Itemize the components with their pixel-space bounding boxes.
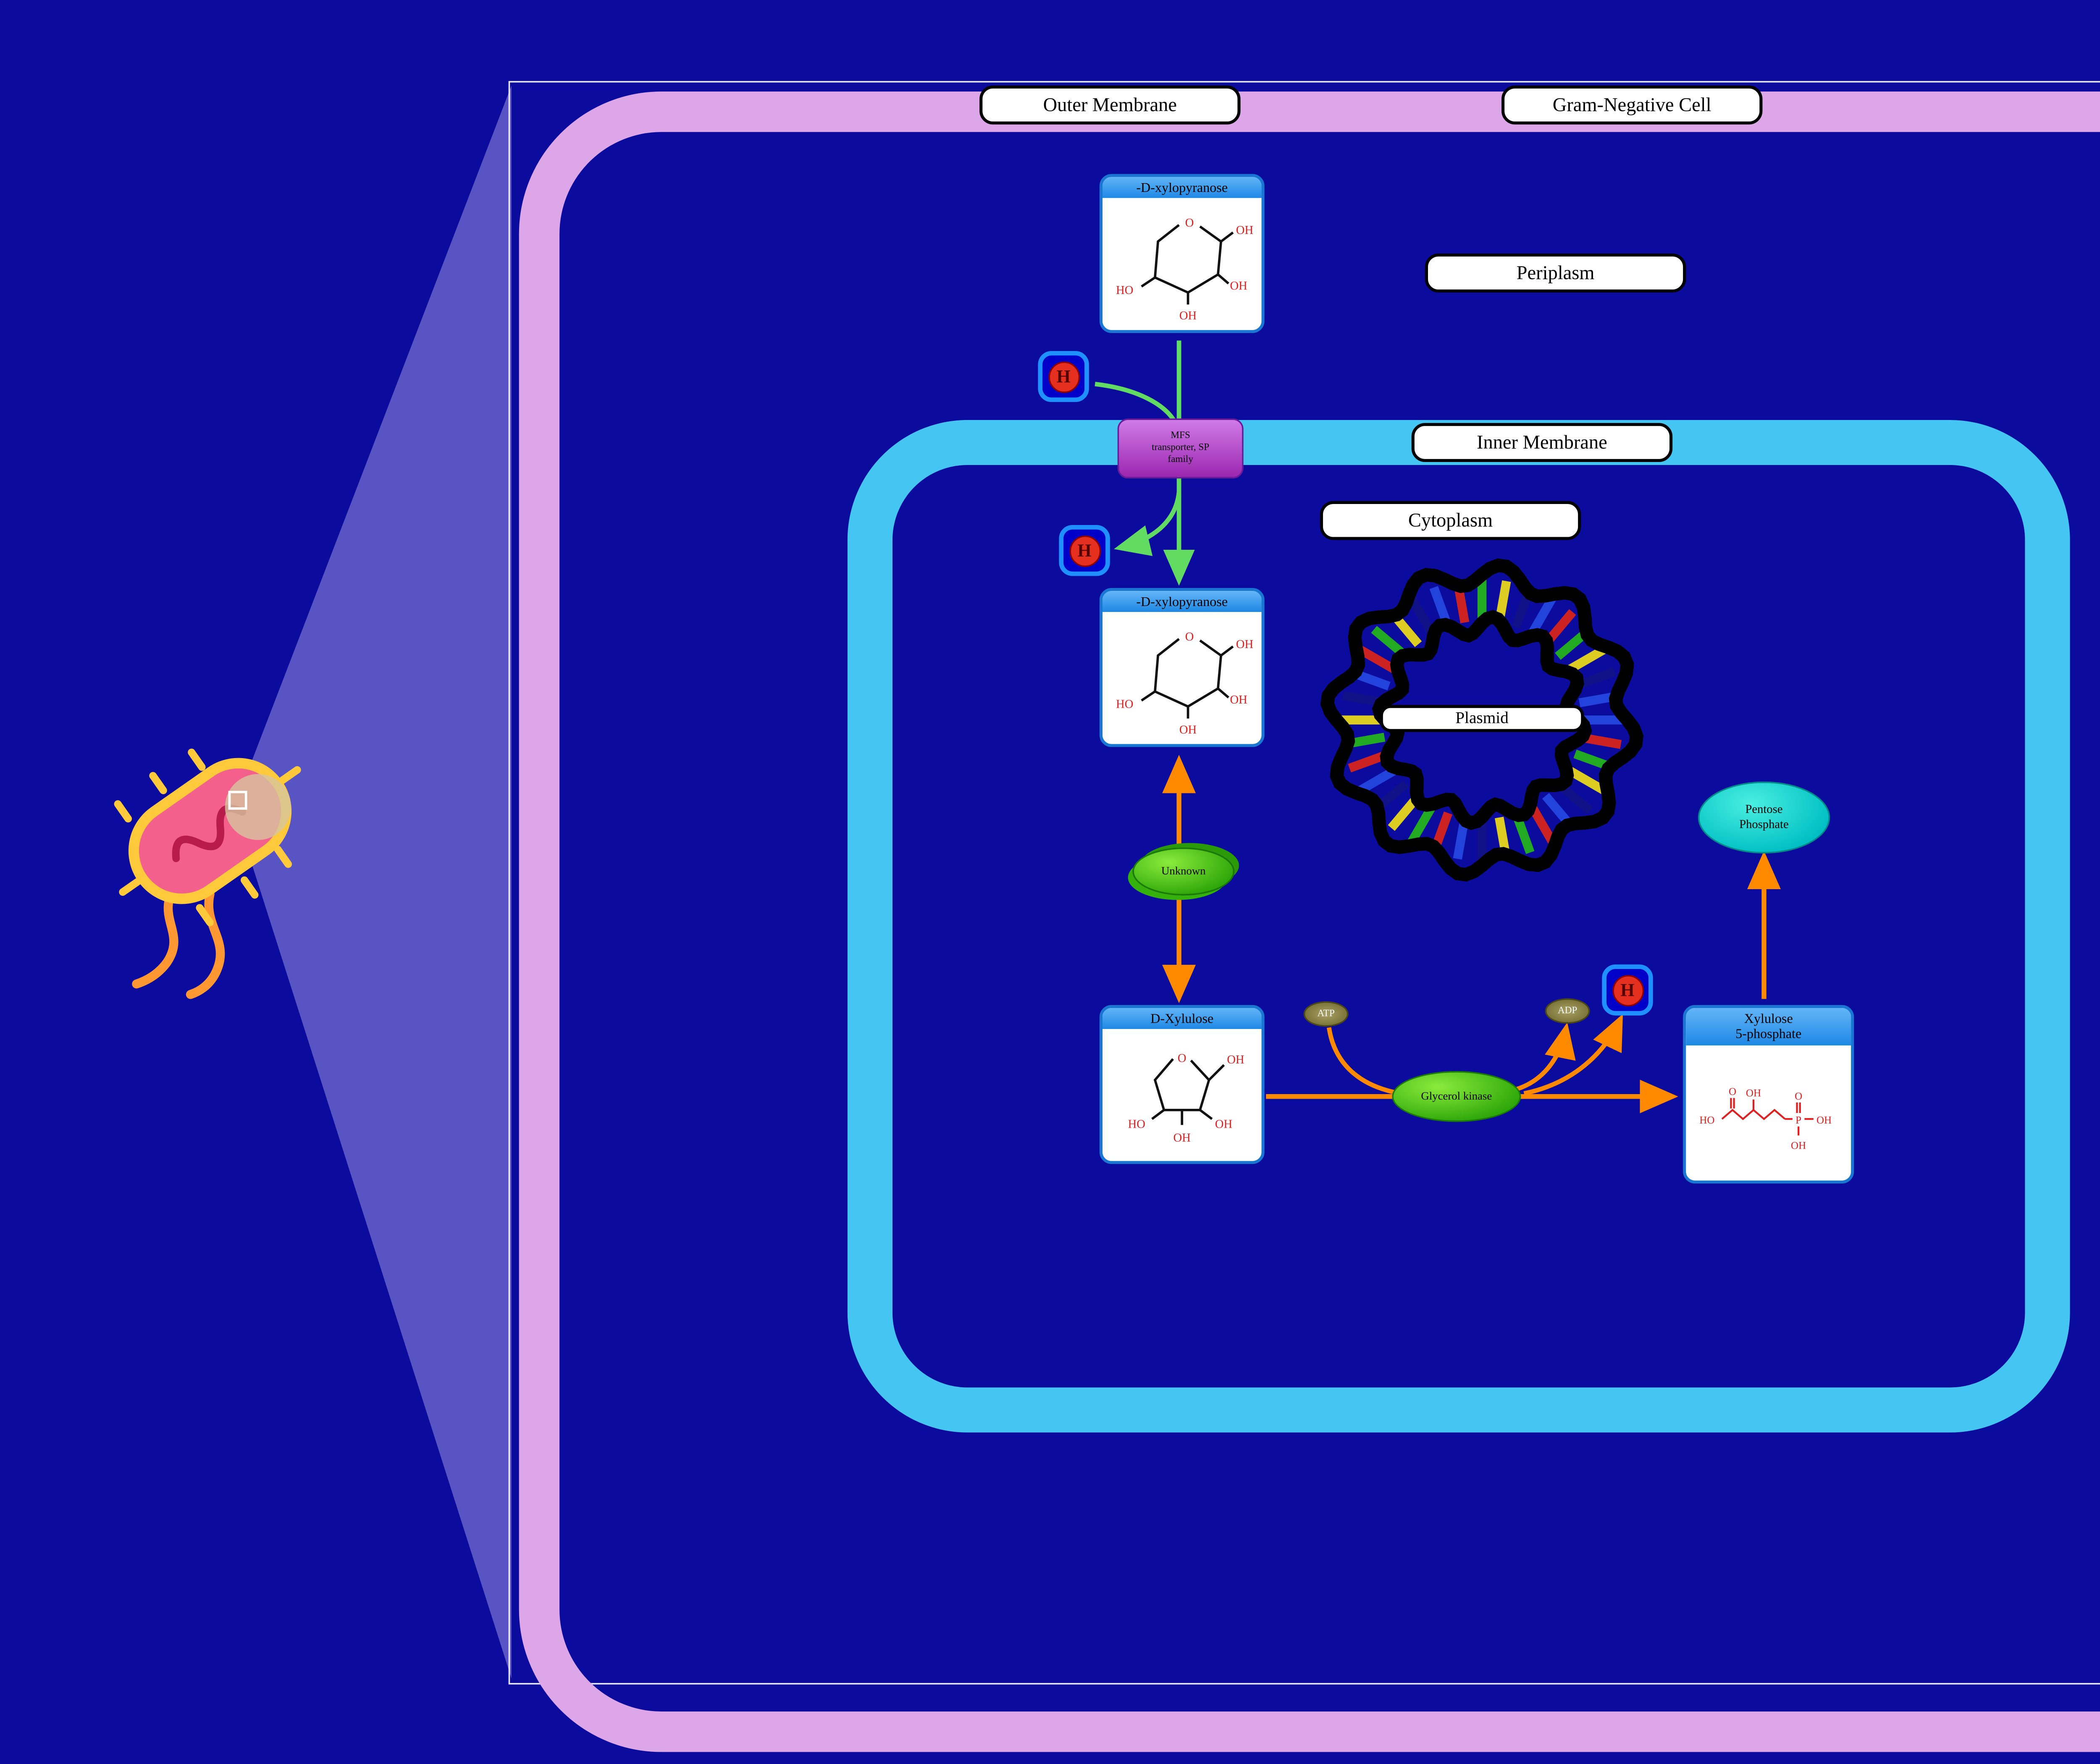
oh-label: OH xyxy=(1791,1140,1806,1151)
plasmid-band xyxy=(1357,646,1399,675)
oh-label: OH xyxy=(1816,1114,1832,1126)
metabolite-box-title: D-Xylulose xyxy=(1102,1008,1262,1030)
xylopyranose-structure: O OH OH HO OH xyxy=(1116,631,1253,737)
ring-oxygen-label: O xyxy=(1178,1053,1186,1066)
title-line: 5-phosphate xyxy=(1735,1026,1802,1042)
bacterium-pilus xyxy=(241,876,259,899)
plasmid-band xyxy=(1357,765,1399,795)
proton-icon: H xyxy=(1602,964,1653,1016)
oh-label: OH xyxy=(1746,1087,1761,1099)
oh-label: OH xyxy=(1173,1132,1191,1145)
enzyme-unknown: Unknown xyxy=(1132,847,1235,896)
bacterium-pilus xyxy=(149,772,167,794)
o-label: O xyxy=(1795,1090,1802,1102)
bacterium-body-group xyxy=(114,748,301,927)
inner-membrane xyxy=(847,420,2070,1433)
enzyme-label: Unknown xyxy=(1161,864,1206,877)
plasmid-band xyxy=(1528,803,1557,845)
plasmid-band xyxy=(1407,803,1436,845)
pentose-phosphate-line: Pentose xyxy=(1745,803,1783,817)
bacterium-pilus xyxy=(274,845,292,868)
xylopyranose-structure: O OH OH HO OH xyxy=(1116,217,1253,323)
oh-label: OH xyxy=(1179,724,1197,737)
metabolite-structure-panel: O OH OH HO OH xyxy=(1102,1029,1262,1162)
zoom-region-marker xyxy=(228,790,247,810)
ring-oxygen-label: O xyxy=(1185,217,1194,230)
title-line: Xylulose xyxy=(1744,1011,1793,1026)
metabolite-box-title: -D-xylopyranose xyxy=(1102,591,1262,613)
cytoplasm-label: Cytoplasm xyxy=(1320,501,1581,540)
oh-label: OH xyxy=(1230,280,1247,293)
enzyme-glycerol-kinase: Glycerol kinase xyxy=(1392,1071,1521,1122)
oh-label: OH xyxy=(1215,1118,1232,1131)
transporter-label-line: MFS xyxy=(1171,430,1190,441)
bacterium-flagellum xyxy=(132,880,180,989)
o-label: O xyxy=(1729,1086,1736,1097)
ho-label: HO xyxy=(1699,1114,1714,1126)
adp-badge: ADP xyxy=(1545,998,1590,1024)
periplasm-label: Periplasm xyxy=(1425,253,1686,293)
outer-membrane-label: Outer Membrane xyxy=(979,85,1241,125)
bacterium-pilus xyxy=(114,800,132,823)
zoom-lens xyxy=(225,774,291,840)
h-plus-symbol: H xyxy=(1612,974,1643,1006)
oh-label: OH xyxy=(1230,694,1247,707)
ho-label: HO xyxy=(1116,284,1133,297)
metabolite-box-cytoplasm-xylopyranose: -D-xylopyranose O OH OH HO OH xyxy=(1099,588,1265,748)
metabolite-structure-panel: O OH OH HO OH xyxy=(1102,198,1262,331)
metabolite-box-periplasm-xylopyranose: -D-xylopyranose O OH OH HO OH xyxy=(1099,174,1265,334)
plasmid-outer-strand xyxy=(1320,558,1644,882)
pentose-phosphate-node: Pentose Phosphate xyxy=(1698,781,1830,854)
metabolite-structure-panel: O OH OH HO OH xyxy=(1102,612,1262,745)
oh-label: OH xyxy=(1227,1054,1244,1067)
metabolite-box-d-xylulose: D-Xylulose O OH OH HO OH xyxy=(1099,1005,1265,1165)
metabolite-box-xylulose-5-phosphate: Xylulose 5-phosphate HO O OH P O O xyxy=(1683,1005,1854,1183)
plasmid-band xyxy=(1565,646,1606,675)
pentose-phosphate-line: Phosphate xyxy=(1739,817,1789,831)
bacterium-pilus xyxy=(278,766,301,784)
atp-badge: ATP xyxy=(1303,1001,1349,1027)
enzyme-label: Glycerol kinase xyxy=(1421,1089,1492,1102)
xylulose-5-phosphate-structure: HO O OH P O OH OH xyxy=(1699,1086,1832,1151)
plasmid-band xyxy=(1565,765,1606,795)
bacterium-chromosome xyxy=(172,804,247,862)
h-plus-symbol: H xyxy=(1068,535,1100,567)
metabolite-box-title: Xylulose 5-phosphate xyxy=(1686,1008,1851,1045)
outer-frame xyxy=(508,81,2100,1685)
metabolite-box-title: -D-xylopyranose xyxy=(1102,177,1262,199)
mfs-transporter: MFS transporter, SP family xyxy=(1117,418,1244,479)
bacterium-pilus xyxy=(196,904,214,927)
ho-label: HO xyxy=(1116,698,1133,711)
h-plus-symbol: H xyxy=(1047,360,1079,392)
plasmid-ring xyxy=(1320,558,1644,882)
oh-label: OH xyxy=(1236,638,1253,651)
xylulose-structure: O OH OH HO OH xyxy=(1128,1053,1244,1145)
plasmid-band xyxy=(1528,596,1557,637)
transporter-label-line: transporter, SP xyxy=(1152,442,1210,453)
bacterium-pilus xyxy=(188,748,206,771)
ring-oxygen-label: O xyxy=(1185,631,1194,644)
proton-icon: H xyxy=(1038,351,1089,402)
inner-membrane-label: Inner Membrane xyxy=(1411,423,1673,462)
proton-icon: H xyxy=(1059,525,1110,576)
gram-negative-cell-label: Gram-Negative Cell xyxy=(1501,85,1763,125)
phosphorus-label: P xyxy=(1796,1114,1801,1126)
oh-label: OH xyxy=(1179,310,1197,323)
ho-label: HO xyxy=(1128,1118,1145,1131)
bacterium-illustration xyxy=(114,748,301,999)
bacterium-flagellum xyxy=(186,889,225,999)
outer-membrane xyxy=(519,91,2100,1752)
transporter-label-line: family xyxy=(1168,454,1193,465)
plasmid-label: Plasmid xyxy=(1380,705,1584,732)
metabolite-structure-panel: HO O OH P O OH OH xyxy=(1686,1045,1851,1180)
oh-label: OH xyxy=(1236,224,1253,237)
bacterium-pilus xyxy=(119,878,142,896)
plasmid-band xyxy=(1407,596,1436,637)
